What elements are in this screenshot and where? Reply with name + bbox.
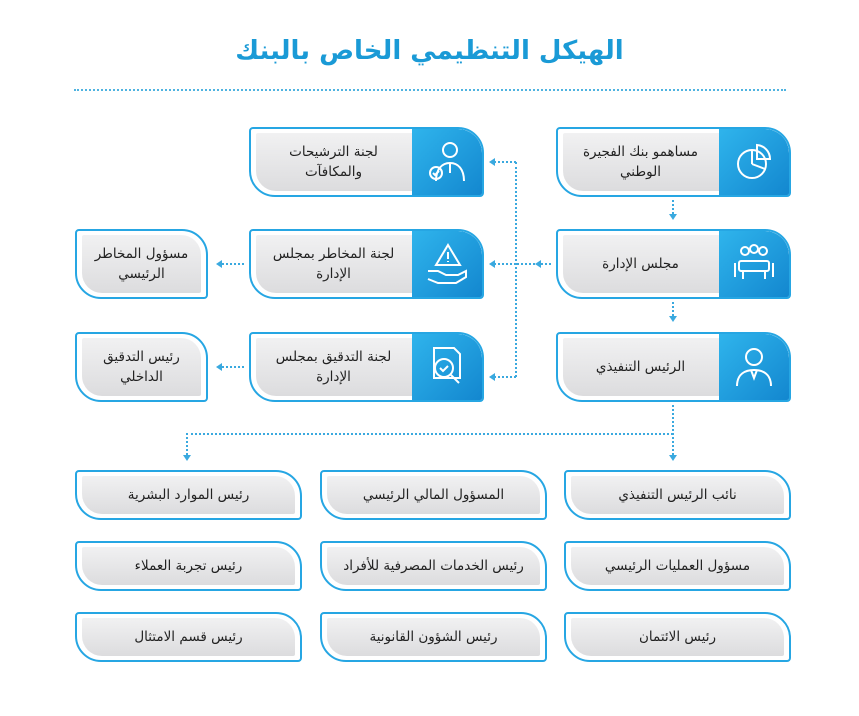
nominations-committee-box: لجنة الترشيحات والمكافآت [249,127,484,197]
legal-head-label: رئيس الشؤون القانونية [369,629,498,645]
connector-grid-left-drop [186,433,188,455]
connector-to-risk [494,263,516,265]
arrow-left-icon [489,260,495,268]
hr-head-label: رئيس الموارد البشرية [127,487,250,503]
magnifier-document-icon [433,347,461,384]
pie-chart-icon [737,143,772,179]
arrow-down-icon [183,455,191,461]
arrow-left-icon [535,260,541,268]
warning-hand-icon [427,243,467,284]
ceo-box: الرئيس التنفيذي [556,332,791,402]
connector-to-audit [494,376,516,378]
shareholders-box: مساهمو بنك الفجيرة الوطني [556,127,791,197]
audit-committee-box: لجنة التدقيق بمجلس الإدارة [249,332,484,402]
ceo-label: الرئيس التنفيذي [595,359,686,375]
page-title: الهيكل التنظيمي الخاص بالبنك [235,36,624,66]
connector-committees-vertical [515,162,517,377]
customer-experience-head-label: رئيس تجربة العملاء [134,558,243,574]
connector-shareholders-board [672,200,674,214]
customer-experience-head-box: رئيس تجربة العملاء [75,541,302,591]
arrow-down-icon [669,455,677,461]
arrow-left-icon [489,373,495,381]
shareholders-label: مساهمو بنك الفجيرة الوطني [582,144,699,180]
hr-head-box: رئيس الموارد البشرية [75,470,302,520]
connector-audit-internal [222,366,244,368]
title-divider [74,89,786,91]
nominations-committee-label: لجنة الترشيحات والمكافآت [289,144,378,180]
internal-audit-head-label: رئيس التدقيق الداخلي [103,349,180,385]
coo-label: مسؤول العمليات الرئيسي [604,558,751,574]
coo-box: مسؤول العمليات الرئيسي [564,541,791,591]
legal-head-box: رئيس الشؤون القانونية [320,612,547,662]
credit-head-label: رئيس الائتمان [639,629,716,645]
businessman-icon [736,348,772,387]
meeting-table-icon [734,244,774,279]
deputy-ceo-label: نائب الرئيس التنفيذي [618,487,737,503]
cfo-box: المسؤول المالي الرئيسي [320,470,547,520]
internal-audit-head-box: رئيس التدقيق الداخلي [75,332,208,402]
arrow-left-icon [216,260,222,268]
retail-banking-head-box: رئيس الخدمات المصرفية للأفراد [320,541,547,591]
audit-committee-label: لجنة التدقيق بمجلس الإدارة [275,349,392,385]
person-with-badge-icon [429,142,465,182]
arrow-left-icon [489,158,495,166]
connector-board-committees [517,263,551,265]
credit-head-box: رئيس الائتمان [564,612,791,662]
compliance-head-label: رئيس قسم الامتثال [134,629,243,645]
risk-committee-label: لجنة المخاطر بمجلس الإدارة [272,246,395,282]
retail-banking-head-label: رئيس الخدمات المصرفية للأفراد [343,558,524,574]
connector-ceo-grid [672,405,674,455]
connector-to-nominations [494,161,516,163]
chief-risk-officer-box: مسؤول المخاطر الرئيسي [75,229,208,299]
arrow-down-icon [669,316,677,322]
connector-board-ceo [672,302,674,316]
board-label: مجلس الإدارة [602,256,679,272]
compliance-head-box: رئيس قسم الامتثال [75,612,302,662]
board-box: مجلس الإدارة [556,229,791,299]
chief-risk-officer-label: مسؤول المخاطر الرئيسي [94,246,189,282]
arrow-down-icon [669,214,677,220]
arrow-left-icon [216,363,222,371]
connector-grid-horizontal [186,433,673,435]
cfo-label: المسؤول المالي الرئيسي [362,487,505,503]
risk-committee-box: لجنة المخاطر بمجلس الإدارة [249,229,484,299]
deputy-ceo-box: نائب الرئيس التنفيذي [564,470,791,520]
connector-risk-cro [222,263,244,265]
